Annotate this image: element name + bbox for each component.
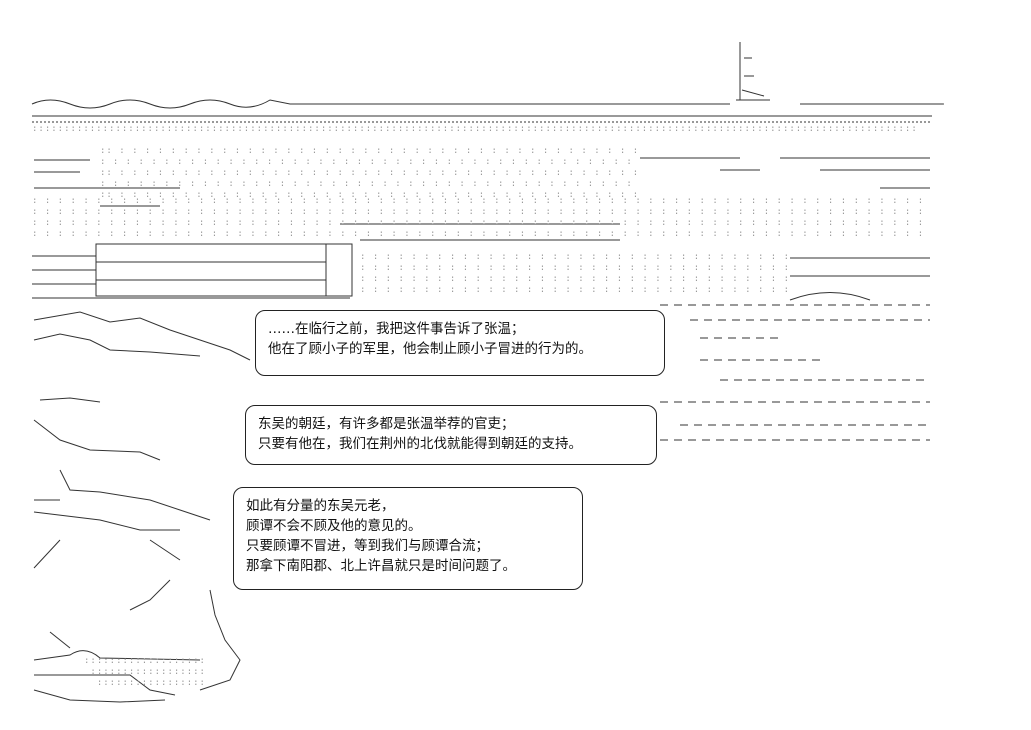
dot-texture-middle: : : : : : : : : : : : : : : : : : : : : … xyxy=(32,196,932,239)
horizon-dashes xyxy=(34,157,930,277)
roof-curve xyxy=(789,292,871,301)
figure-sleeve xyxy=(33,499,180,531)
dot-texture-lower: : : : : : : : : : : : : : : : : : : : : … xyxy=(360,252,790,295)
bubble-line: 如此有分量的东吴元老， xyxy=(246,498,395,514)
bubble-line: 那拿下南阳郡、北上许昌就只是时间问题了。 xyxy=(246,558,516,574)
dot-texture-upper: :: : : : : : : : : : : : : : : : : : : :… xyxy=(100,146,640,200)
dot-texture-skyline: ::::::::::::::::::::::::::::::::::::::::… xyxy=(32,124,918,134)
figure-leg xyxy=(199,589,241,691)
figure-robe-hem xyxy=(33,650,201,703)
bubble-line: ……在临行之前，我把这件事告诉了张温； xyxy=(268,321,525,337)
figure-foot xyxy=(49,631,71,649)
wall-rows xyxy=(32,255,350,299)
bubble-line: 只要有他在，我们在荆州的北伐就能得到朝廷的支持。 xyxy=(258,436,582,452)
building-lines xyxy=(96,244,327,296)
figure-torso xyxy=(59,469,211,521)
dot-texture-robe: ::::::::::::::::::::: ::::::::::::::::::… xyxy=(84,656,204,688)
right-wall xyxy=(660,304,930,441)
figure-arm xyxy=(33,333,201,357)
figure-shoulder xyxy=(33,311,251,361)
bubble-line: 他在了顾小子的军里，他会制止顾小子冒进的行为的。 xyxy=(268,341,592,357)
bubble-line: 顾谭不会不顾及他的意见的。 xyxy=(246,518,422,534)
bubble-line: 东吴的朝廷，有许多都是张温举荐的官吏； xyxy=(258,416,515,432)
skyline-top xyxy=(31,99,944,109)
tower-outline xyxy=(736,42,770,101)
building-block xyxy=(95,243,353,297)
speech-bubble-2: 东吴的朝廷，有许多都是张温举荐的官吏； 只要有他在，我们在荆州的北伐就能得到朝廷… xyxy=(245,405,657,465)
bubble-line: 只要顾谭不冒进，等到我们与顾谭合流； xyxy=(246,538,489,554)
speech-bubble-1: ……在临行之前，我把这件事告诉了张温； 他在了顾小子的军里，他会制止顾小子冒进的… xyxy=(255,310,665,376)
figure-hand xyxy=(33,539,181,611)
figure-body xyxy=(33,397,161,461)
speech-bubble-3: 如此有分量的东吴元老， 顾谭不会不顾及他的意见的。 只要顾谭不冒进，等到我们与顾… xyxy=(233,487,583,590)
